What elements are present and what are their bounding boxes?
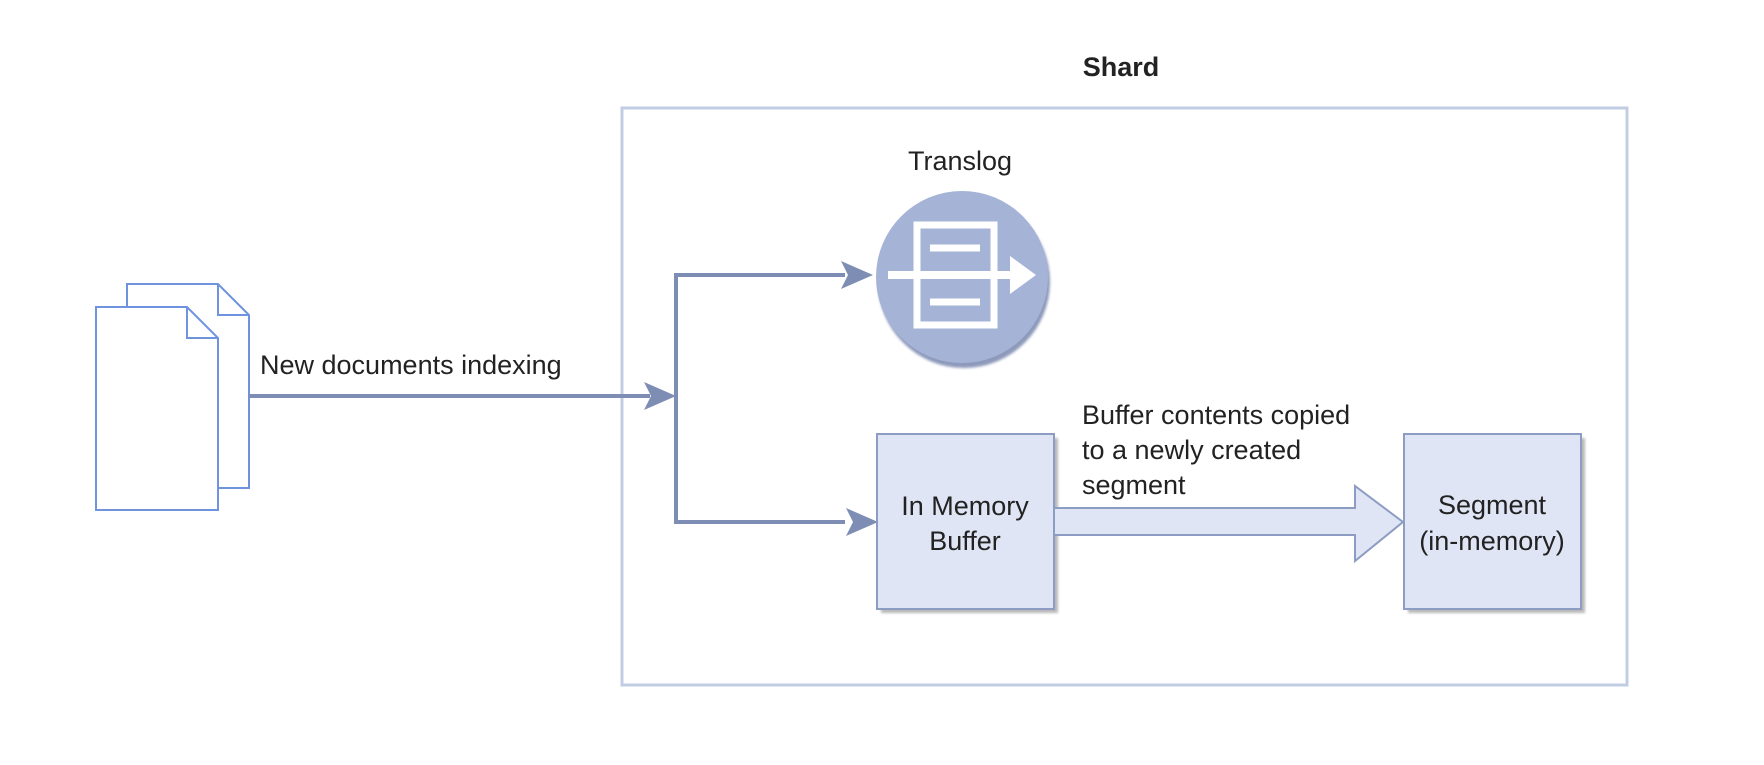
segment-label-line2: (in-memory): [1419, 526, 1565, 556]
input-arrow-label: New documents indexing: [260, 350, 562, 380]
buffer-label-line2: Buffer: [929, 526, 1001, 556]
segment-label-line1: Segment: [1438, 490, 1547, 520]
translog-icon: [876, 191, 1050, 368]
buffer-label-line1: In Memory: [901, 491, 1029, 521]
copy-block-arrow: [1053, 484, 1405, 564]
copy-label-line3: segment: [1082, 470, 1186, 500]
copy-label-line2: to a newly created: [1082, 435, 1301, 465]
translog-label: Translog: [908, 146, 1012, 176]
arrow-to-buffer: [846, 508, 878, 536]
fork-connector: [674, 273, 845, 524]
shard-title: Shard: [1083, 52, 1160, 82]
segment-box: Segment (in-memory): [1403, 433, 1585, 613]
in-memory-buffer-box: In Memory Buffer: [876, 433, 1058, 613]
documents-icon: [95, 283, 250, 511]
arrow-to-translog: [841, 261, 873, 289]
copy-label-line1: Buffer contents copied: [1082, 400, 1350, 430]
input-arrow: [249, 382, 676, 410]
